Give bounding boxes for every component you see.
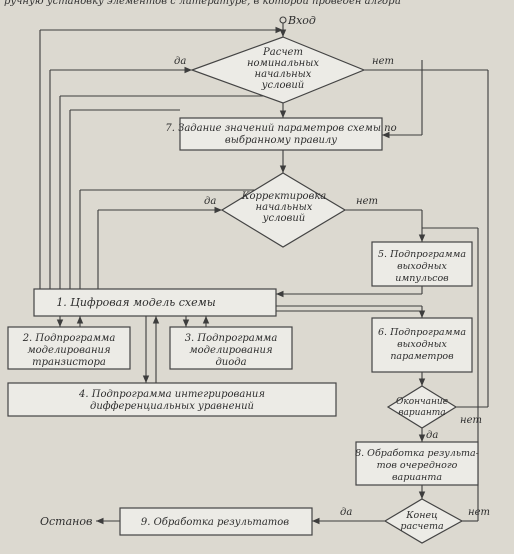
decision-correct-initial (220, 172, 347, 248)
node-label-line: начальных (256, 202, 313, 213)
node-label-line: параметров (390, 351, 454, 362)
no-label-end-calc: нет (468, 507, 490, 518)
box-1-digital-model (33, 288, 277, 317)
yes-label-end-variant: да (426, 430, 438, 441)
node-label-line: импульсов (395, 273, 449, 284)
node-label-line: Окончание (396, 397, 448, 407)
box-7-set-parameters (179, 117, 383, 151)
node-label-line: 8. Обработка результа- (355, 448, 479, 459)
node-label-line: варианта (398, 408, 445, 418)
node-label-line: 6. Подпрограмма (378, 327, 466, 338)
yes-label-end-calc: да (340, 507, 352, 518)
node-label-line: диода (215, 357, 246, 368)
node-label-line: условий (261, 80, 305, 91)
box-3-diode (169, 326, 293, 370)
node-label-line: 9. Обработка результатов (141, 517, 289, 528)
node-label-line: выходных (397, 339, 447, 350)
node-label-line: 1. Цифровая модель схемы (56, 296, 215, 309)
yes-label-corr: да (204, 196, 216, 207)
no-label-calc: нет (372, 56, 394, 67)
cut-off-text-line: ручную установку элементов с литературе,… (4, 0, 401, 7)
node-label-line: 5. Подпрограмма (378, 249, 466, 260)
node-label-line: тов очередного (377, 460, 458, 471)
node-label-line: 7. Задание значений параметров схемы по (165, 123, 396, 134)
node-label-line: моделирования (27, 345, 110, 356)
node-label-line: дифференциальных уравнений (90, 401, 254, 412)
node-label-line: номинальных (247, 58, 319, 69)
no-label-corr: нет (356, 196, 378, 207)
box-4-integration (7, 382, 337, 417)
node-label-line: транзистора (32, 357, 106, 368)
node-label-line: 3. Подпрограмма (185, 333, 278, 344)
box-6-output-params (371, 317, 473, 373)
connectors (39, 16, 489, 525)
node-label-b9: 9. Обработка результатов (141, 517, 289, 528)
yes-label-calc: да (174, 56, 186, 67)
node-label-line: выбранному правилу (225, 135, 337, 146)
decision-end-calculation (383, 498, 464, 544)
node-label-line: 4. Подпрограмма интегрирования (78, 389, 265, 400)
box-5-output-pulses (371, 241, 473, 287)
decision-end-variant (386, 385, 458, 429)
node-label-line: условий (262, 213, 306, 224)
entry-label: Вход (287, 14, 316, 27)
node-label-line: 2. Подпрограмма (22, 333, 116, 344)
node-label-line: варианта (392, 472, 442, 483)
node-label-line: Расчет (262, 47, 303, 58)
no-label-end-variant: нет (460, 415, 482, 426)
box-9-process-results (119, 507, 313, 536)
node-label-line: начальных (255, 69, 312, 80)
node-label-line: выходных (397, 261, 447, 272)
box-2-transistor (7, 326, 131, 370)
node-label-line: Корректировка (241, 191, 327, 202)
decision-calc-initial (190, 36, 366, 104)
node-label-b1: 1. Цифровая модель схемы (56, 296, 215, 309)
node-label-line: расчета (400, 521, 444, 532)
node-label-line: Конец (405, 510, 438, 521)
stop-label: Останов (40, 515, 92, 528)
node-label-line: моделирования (189, 345, 272, 356)
box-8-process-variant (355, 441, 479, 486)
